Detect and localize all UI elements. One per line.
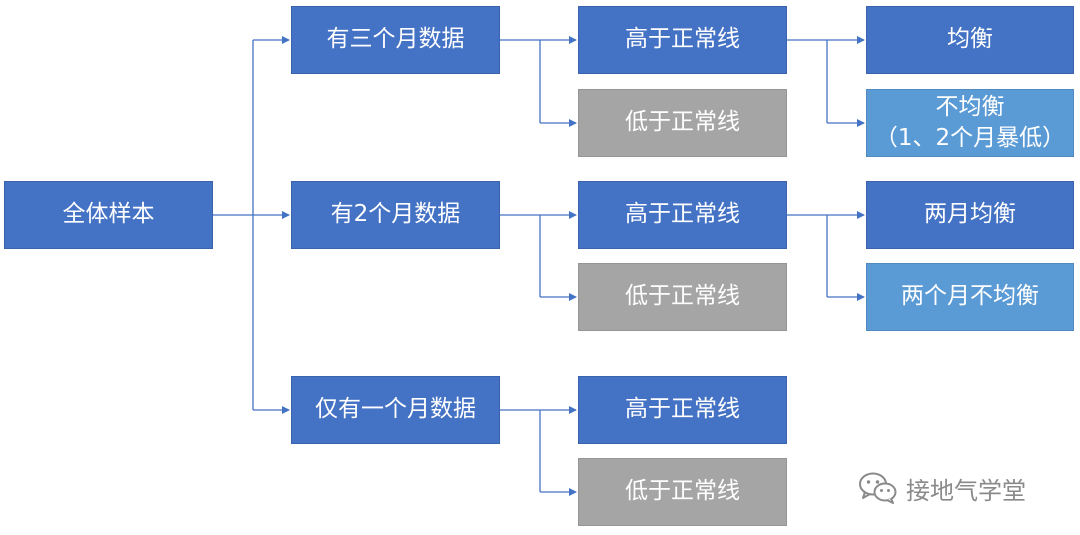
two-months-unbalanced-node: 两个月不均衡: [866, 263, 1074, 331]
three-months-balanced-node: 均衡: [866, 6, 1074, 74]
three-months-unbalanced-label: 不均衡: [935, 93, 1005, 120]
group-two-months-label: 有2个月数据: [330, 201, 461, 228]
three-months-unbalanced-sublabel: （1、2个月暴低）: [874, 125, 1066, 151]
group-one-month-node: 仅有一个月数据: [291, 376, 500, 444]
one-month-above-line-label: 高于正常线: [625, 396, 740, 423]
group-two-months-node: 有2个月数据: [291, 181, 500, 249]
root-node: 全体样本: [4, 181, 213, 249]
two-months-above-line-node: 高于正常线: [578, 181, 787, 249]
one-month-below-line-label: 低于正常线: [625, 478, 740, 505]
watermark-text: 接地气学堂: [906, 476, 1026, 505]
two-months-below-line-node: 低于正常线: [578, 263, 787, 331]
two-months-above-line-label: 高于正常线: [625, 201, 740, 228]
three-months-above-line-node: 高于正常线: [578, 6, 787, 74]
group-three-months-node: 有三个月数据: [291, 6, 500, 74]
two-months-unbalanced-label: 两个月不均衡: [901, 283, 1039, 310]
two-months-balanced-node: 两月均衡: [866, 181, 1074, 249]
group-one-month-label: 仅有一个月数据: [315, 396, 476, 423]
one-month-above-line-node: 高于正常线: [578, 376, 787, 444]
three-months-above-line-label: 高于正常线: [625, 26, 740, 53]
wechat-icon: [858, 471, 898, 505]
three-months-balanced-label: 均衡: [947, 26, 993, 53]
group-three-months-label: 有三个月数据: [326, 26, 465, 53]
three-months-below-line-label: 低于正常线: [625, 109, 740, 136]
three-months-unbalanced-node: 不均衡 （1、2个月暴低）: [866, 89, 1074, 157]
three-months-below-line-node: 低于正常线: [578, 89, 787, 157]
one-month-below-line-node: 低于正常线: [578, 458, 787, 526]
two-months-balanced-label: 两月均衡: [924, 201, 1016, 228]
two-months-below-line-label: 低于正常线: [625, 283, 740, 310]
watermark: 接地气学堂: [858, 470, 1026, 506]
root-node-label: 全体样本: [62, 201, 155, 228]
